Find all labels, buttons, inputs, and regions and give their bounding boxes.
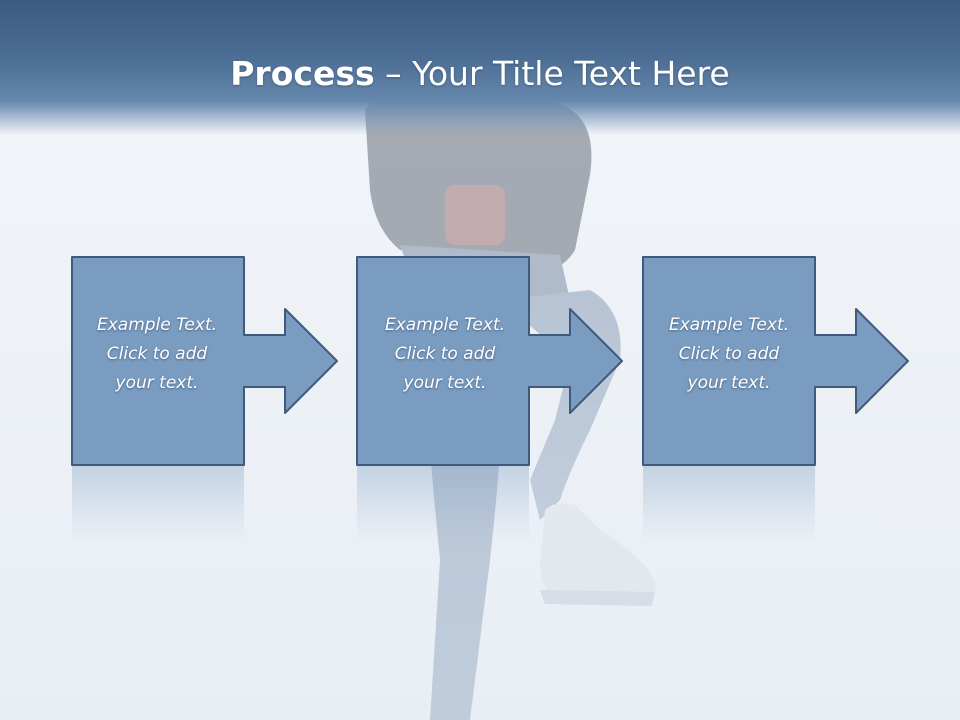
process-step-1-text[interactable]: Example Text. Click to add your text. <box>72 311 242 398</box>
step-text-line: your text. <box>403 373 487 393</box>
process-arrow-1[interactable] <box>71 256 338 466</box>
step-text-line: your text. <box>115 373 199 393</box>
step-text-line: Example Text. <box>96 315 218 335</box>
slide-title[interactable]: Process – Your Title Text Here <box>0 52 960 96</box>
process-arrow-3[interactable] <box>642 256 909 466</box>
step-text-line: Example Text. <box>668 315 790 335</box>
process-step-3[interactable] <box>642 256 909 466</box>
title-bold-text: Process <box>230 54 375 93</box>
process-step-2[interactable] <box>356 256 623 466</box>
process-arrow-2[interactable] <box>356 256 623 466</box>
title-band <box>0 0 960 135</box>
step-text-line: Click to add <box>394 344 496 364</box>
step-text-line: Click to add <box>678 344 780 364</box>
step-text-line: Example Text. <box>384 315 506 335</box>
process-step-2-text[interactable]: Example Text. Click to add your text. <box>360 311 530 398</box>
title-rest-text: – Your Title Text Here <box>374 54 730 93</box>
process-step-3-text[interactable]: Example Text. Click to add your text. <box>644 311 814 398</box>
reflections <box>72 466 815 541</box>
process-step-1[interactable] <box>71 256 338 466</box>
step-text-line: Click to add <box>106 344 208 364</box>
step-text-line: your text. <box>687 373 771 393</box>
